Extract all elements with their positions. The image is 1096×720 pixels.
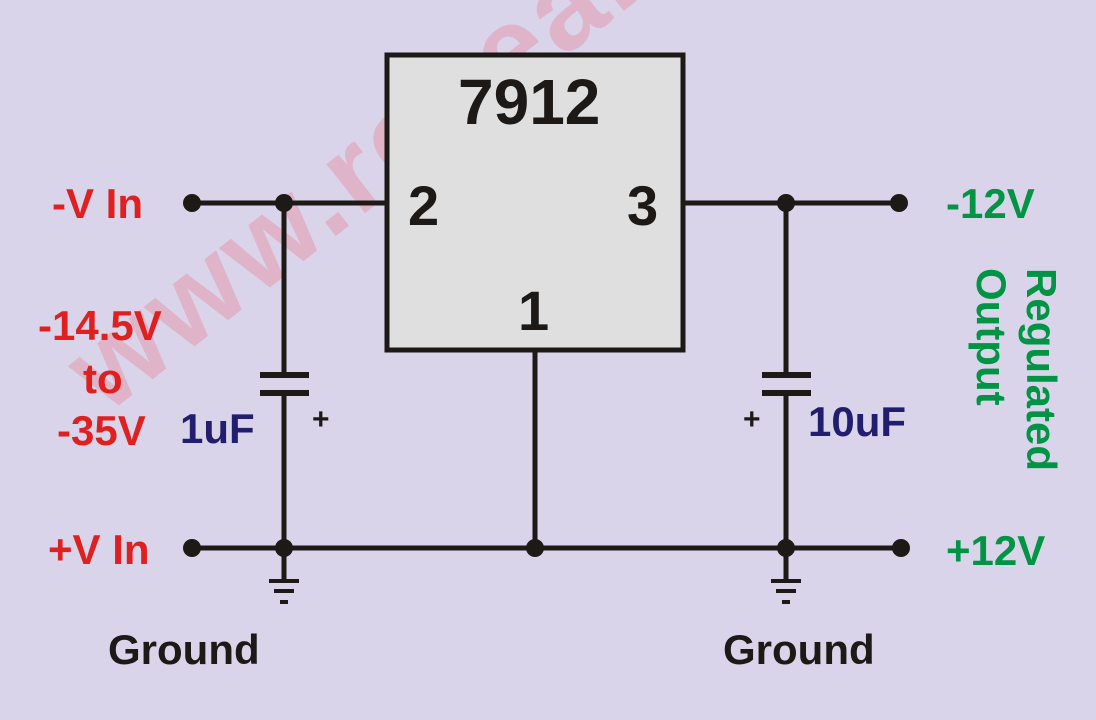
regulator-part-number: 7912 — [458, 66, 601, 138]
junction — [275, 194, 293, 212]
neg-input-label: -V In — [52, 180, 143, 227]
pin-2-label: 2 — [408, 174, 440, 237]
terminal-pos-out — [892, 539, 910, 557]
ground-label-left: Ground — [108, 626, 260, 673]
pos-input-label: +V In — [48, 526, 150, 573]
pin-3-label: 3 — [627, 174, 659, 237]
ground-symbol-left — [269, 579, 299, 604]
pos-output-label: +12V — [946, 527, 1046, 574]
regulator-body — [384, 52, 686, 353]
c2-polarity-mark: + — [743, 403, 761, 436]
regulated-caption-line1: Regulated — [1018, 268, 1065, 472]
pin-1-label: 1 — [518, 279, 550, 342]
junction — [777, 539, 795, 557]
input-range-to: to — [83, 355, 123, 402]
terminal-neg-in — [183, 194, 201, 212]
terminal-pos-in — [183, 539, 201, 557]
regulated-caption-line2: Output — [968, 268, 1015, 406]
terminal-neg-out — [890, 194, 908, 212]
ground-symbol-right — [771, 579, 801, 604]
junction — [777, 194, 795, 212]
c1-polarity-mark: + — [312, 403, 330, 436]
junction — [526, 539, 544, 557]
junction — [275, 539, 293, 557]
input-range-min: -14.5V — [38, 302, 162, 349]
input-range-max: -35V — [57, 407, 146, 454]
c1-value-label: 1uF — [180, 405, 255, 452]
ground-label-right: Ground — [723, 626, 875, 673]
c2-value-label: 10uF — [808, 398, 907, 445]
neg-output-label: -12V — [946, 180, 1035, 227]
